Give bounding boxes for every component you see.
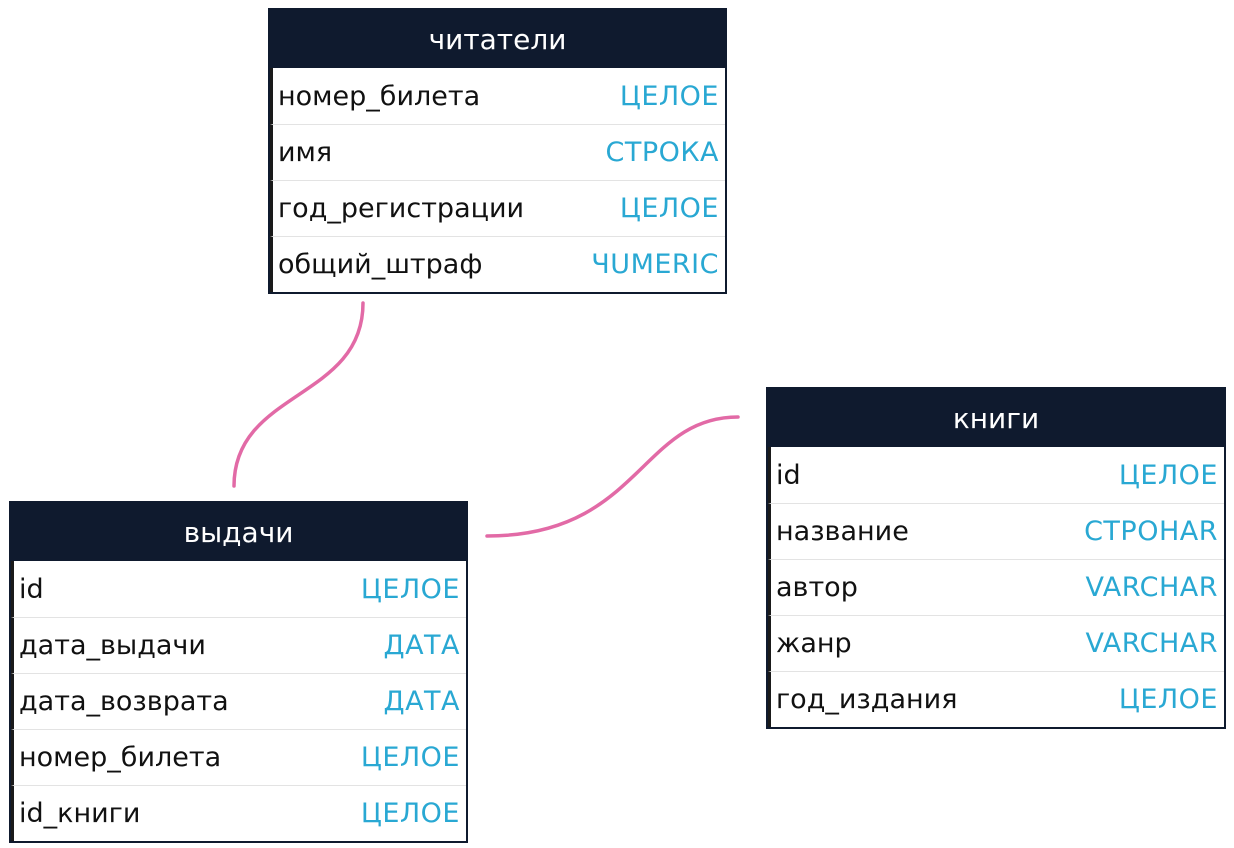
field-row: название СТРОНAR [768, 503, 1224, 559]
field-name: имя [278, 137, 333, 168]
field-row: id_книги ЦЕЛОЕ [11, 785, 466, 841]
field-row: номер_билета ЦЕЛОЕ [270, 68, 725, 124]
connector-loans-books [485, 415, 740, 538]
table-books: книги id ЦЕЛОЕ название СТРОНAR автор VA… [766, 387, 1226, 729]
field-type: ДАТА [383, 686, 460, 717]
field-type: ЦЕЛОЕ [360, 573, 460, 605]
field-type: ДАТА [383, 630, 460, 661]
field-row: жанр VARCHAR [768, 615, 1224, 671]
field-type: ЦЕЛОЕ [360, 798, 460, 829]
field-name: id_книги [19, 798, 141, 829]
field-name: год_регистрации [278, 193, 525, 224]
field-row: дата_выдачи ДАТА [11, 617, 466, 673]
field-row: номер_билета ЦЕЛОЕ [11, 729, 466, 785]
field-type: СТРОКА [605, 137, 719, 168]
field-type: ЧUMERIC [591, 249, 719, 280]
field-row: общий_штраф ЧUMERIC [270, 236, 725, 292]
field-name: дата_выдачи [19, 630, 206, 661]
field-type: ЦЕЛОЕ [619, 80, 719, 112]
field-name: id [19, 573, 44, 605]
field-row: id ЦЕЛОЕ [768, 447, 1224, 503]
field-name: номер_билета [19, 742, 222, 773]
connector-readers-loans [232, 301, 365, 488]
field-name: год_издания [776, 684, 958, 715]
field-type: СТРОНAR [1084, 516, 1218, 547]
field-type: ЦЕЛОЕ [1118, 684, 1218, 715]
field-name: жанр [776, 628, 852, 659]
table-books-fields: id ЦЕЛОЕ название СТРОНAR автор VARCHAR … [768, 447, 1224, 727]
field-row: автор VARCHAR [768, 559, 1224, 615]
field-type: VARCHAR [1085, 572, 1218, 603]
field-row: год_регистрации ЦЕЛОЕ [270, 180, 725, 236]
table-loans: выдачи id ЦЕЛОЕ дата_выдачи ДАТА дата_во… [9, 501, 468, 843]
field-name: id [776, 459, 801, 491]
table-books-title: книги [768, 389, 1224, 447]
table-readers-title: читатели [270, 10, 725, 68]
field-name: общий_штраф [278, 249, 483, 280]
field-type: VARCHAR [1085, 628, 1218, 659]
table-loans-title: выдачи [11, 503, 466, 561]
field-name: автор [776, 572, 858, 603]
field-name: номер_билета [278, 80, 481, 112]
field-name: дата_возврата [19, 686, 229, 717]
field-name: название [776, 516, 909, 547]
field-type: ЦЕЛОЕ [360, 742, 460, 773]
table-readers-fields: номер_билета ЦЕЛОЕ имя СТРОКА год_регист… [270, 68, 725, 292]
field-row: дата_возврата ДАТА [11, 673, 466, 729]
field-row: имя СТРОКА [270, 124, 725, 180]
table-readers: читатели номер_билета ЦЕЛОЕ имя СТРОКА г… [268, 8, 727, 294]
field-row: id ЦЕЛОЕ [11, 561, 466, 617]
field-type: ЦЕЛОЕ [1118, 459, 1218, 491]
table-loans-fields: id ЦЕЛОЕ дата_выдачи ДАТА дата_возврата … [11, 561, 466, 841]
field-type: ЦЕЛОЕ [619, 193, 719, 224]
field-row: год_издания ЦЕЛОЕ [768, 671, 1224, 727]
